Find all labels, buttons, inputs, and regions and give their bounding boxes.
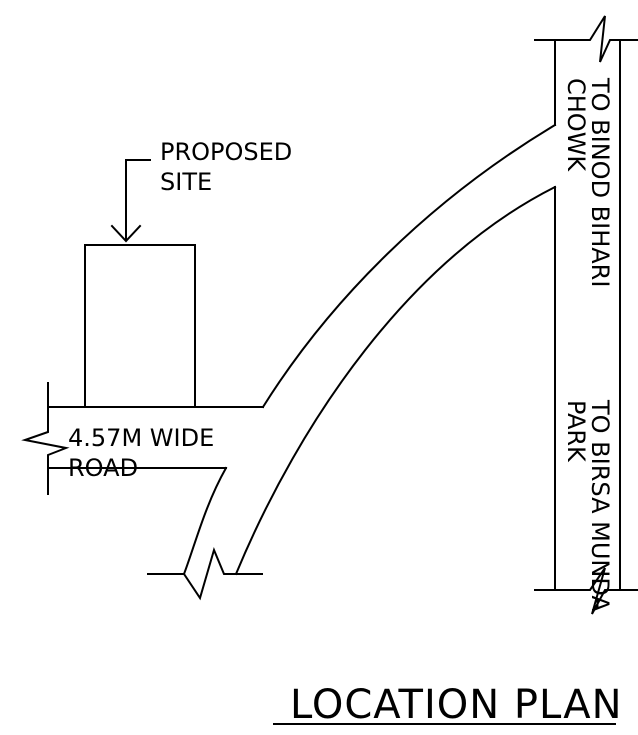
proposed-label-line2: SITE — [160, 168, 212, 196]
curved-road-break — [147, 547, 263, 601]
proposed-site-plot — [84, 244, 196, 408]
curved-road-lower-left-edge — [182, 466, 228, 576]
road-break-left — [21, 382, 70, 495]
road-label-line1: 4.57M WIDE — [68, 424, 214, 452]
road-label-line2: ROAD — [68, 454, 138, 482]
curved-road-inner-edge — [234, 185, 557, 576]
main-road-break-bottom — [534, 567, 638, 615]
birsa-label-line1: TO BIRSA MUNDA — [586, 399, 614, 612]
binod-label-line2: CHOWK — [562, 78, 590, 172]
binod-label-line1: TO BINOD BIHARI — [586, 77, 614, 287]
site-arrowhead — [110, 224, 142, 243]
proposed-label-line1: PROPOSED — [160, 138, 292, 166]
curved-road-outer-edge — [261, 123, 557, 409]
main-road-break-top — [534, 15, 638, 63]
site-leader-line — [125, 159, 151, 241]
birsa-label-line2: PARK — [562, 400, 590, 463]
location-plan-title: LOCATION PLAN — [290, 682, 623, 728]
